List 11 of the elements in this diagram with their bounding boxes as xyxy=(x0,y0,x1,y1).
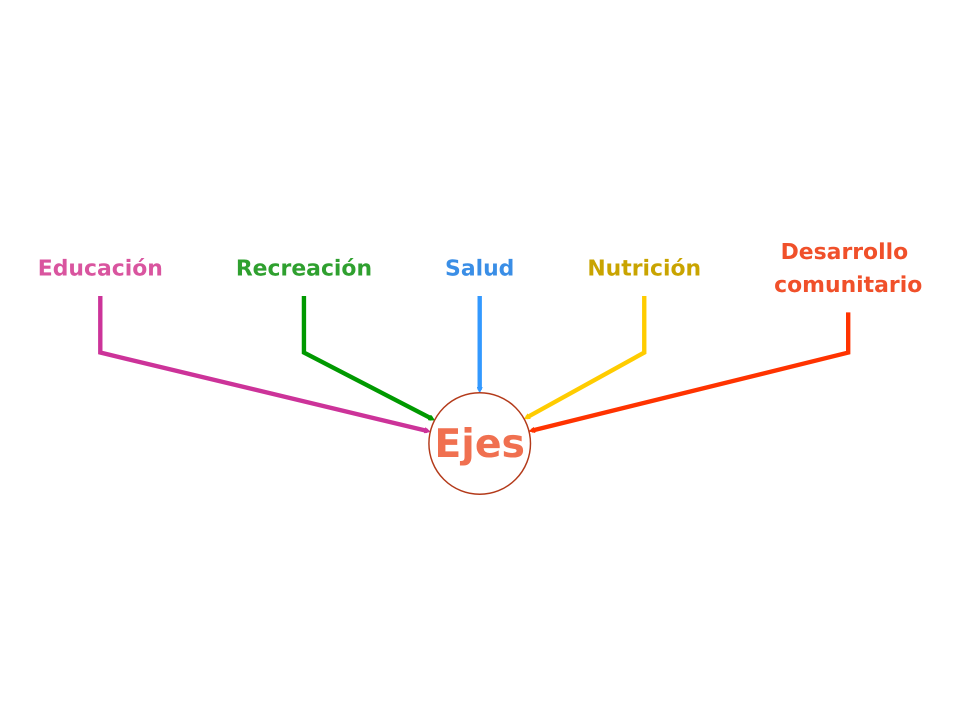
node-text: Nutrición xyxy=(587,256,702,282)
arrow xyxy=(476,296,483,394)
node-text: Salud xyxy=(445,256,514,282)
arrow xyxy=(98,296,431,434)
node-text: Recreación xyxy=(236,256,372,282)
node-text: Desarrollo comunitario xyxy=(774,240,922,298)
arrow xyxy=(528,312,850,434)
node-circle: Ejes xyxy=(428,392,532,496)
arrow xyxy=(524,296,646,420)
node-text: Educación xyxy=(38,256,163,282)
arrow xyxy=(302,296,435,422)
